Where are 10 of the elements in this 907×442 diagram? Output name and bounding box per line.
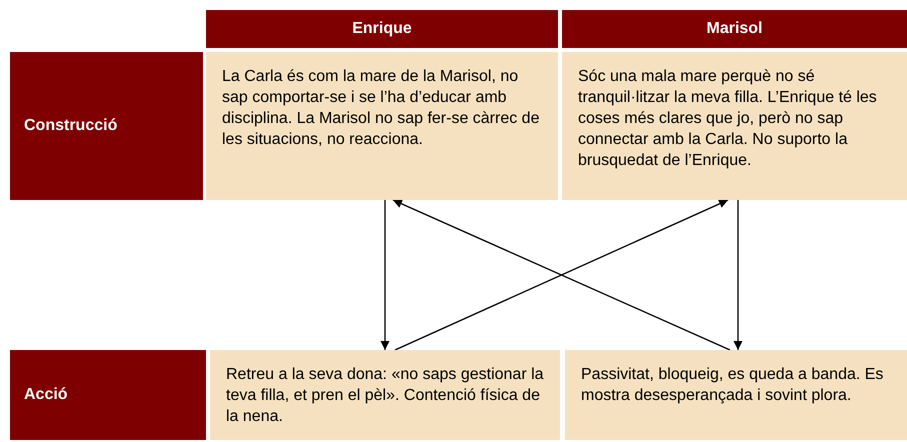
row-header: Acció — [10, 350, 206, 440]
text-cell: Passivitat, bloqueig, es queda a banda. Es mostra desesperançada i sovint plora. — [565, 350, 907, 440]
text-cell: Sóc una mala mare perquè no sé tranquil·litzar la meva filla. L’Enrique té les coses més clares que jo, però no sap connectar amb la Carla. No suporto la brusquedat de l’Enrique. — [562, 52, 907, 200]
column-header: Marisol — [562, 10, 907, 48]
row-header: Construcció — [10, 52, 203, 200]
arrow — [734, 200, 742, 350]
text-cell: La Carla és com la mare de la Marisol, no sap comportar-se i se l’ha d’educar amb disciplina. La Marisol no sap fer-se càrrec de les situacions, no reacciona. — [206, 52, 558, 200]
column-header: Enrique — [206, 10, 558, 48]
text-cell: Retreu a la seva dona: «no saps gestionar la teva filla, et pren el pèl». Contenció física de la nena. — [210, 350, 560, 440]
arrow — [380, 200, 390, 350]
